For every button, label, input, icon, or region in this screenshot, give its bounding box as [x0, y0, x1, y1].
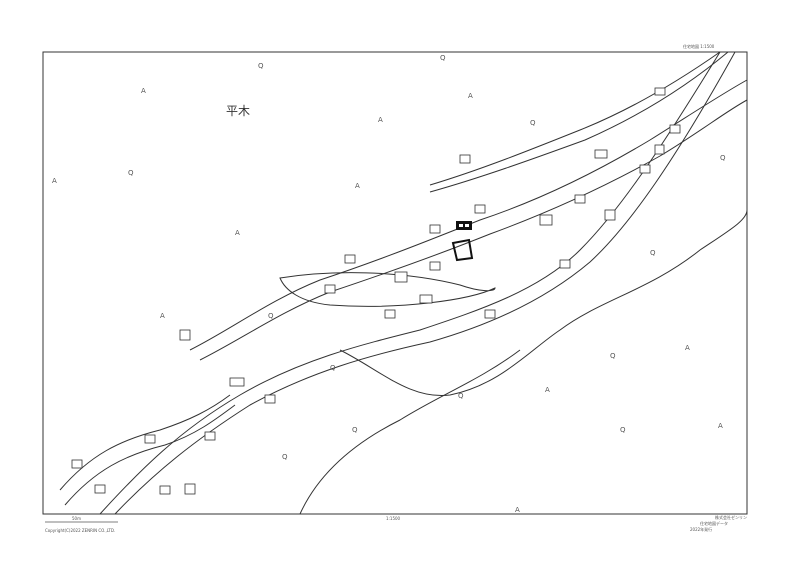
svg-text:A: A: [515, 506, 520, 514]
svg-text:A: A: [355, 182, 360, 190]
svg-text:Q: Q: [620, 426, 626, 434]
svg-text:Q: Q: [440, 54, 446, 62]
header-note: 住宅地図 1:1500: [683, 44, 715, 49]
svg-text:A: A: [718, 422, 723, 430]
footer-line-1: 株式会社ゼンリン: [715, 515, 747, 520]
svg-text:Q: Q: [650, 249, 656, 257]
scale-ratio: 1:1500: [386, 516, 401, 521]
land-symbols: A Q Q A Q Q A A A A Q Q Q Q A Q A Q Q A Q Q A A: [52, 54, 726, 514]
copyright: Copyright(C)2022 ZENRIN CO.,LTD.: [45, 528, 116, 533]
svg-text:Q: Q: [268, 312, 274, 320]
svg-text:Q: Q: [258, 62, 264, 70]
svg-text:A: A: [545, 386, 550, 394]
place-name-label: 平木: [226, 104, 251, 118]
map-frame: [42, 51, 748, 515]
svg-text:Q: Q: [610, 352, 616, 360]
svg-text:A: A: [52, 177, 57, 185]
buildings: [71, 87, 681, 495]
footer-line-3: 2022年発行: [690, 527, 713, 532]
svg-text:Q: Q: [720, 154, 726, 162]
footer-line-2: 住宅地図データ: [700, 521, 728, 526]
svg-text:Q: Q: [128, 169, 134, 177]
roads: [59, 51, 748, 515]
svg-text:A: A: [160, 312, 165, 320]
target-parcel: [451, 221, 474, 262]
svg-text:A: A: [685, 344, 690, 352]
svg-text:A: A: [468, 92, 473, 100]
svg-text:Q: Q: [352, 426, 358, 434]
scale-label: 50m: [72, 516, 81, 521]
svg-text:Q: Q: [458, 392, 464, 400]
svg-text:A: A: [141, 87, 146, 95]
svg-text:Q: Q: [330, 364, 336, 372]
svg-text:Q: Q: [282, 453, 288, 461]
svg-text:A: A: [235, 229, 240, 237]
svg-text:Q: Q: [530, 119, 536, 127]
svg-text:A: A: [378, 116, 383, 124]
